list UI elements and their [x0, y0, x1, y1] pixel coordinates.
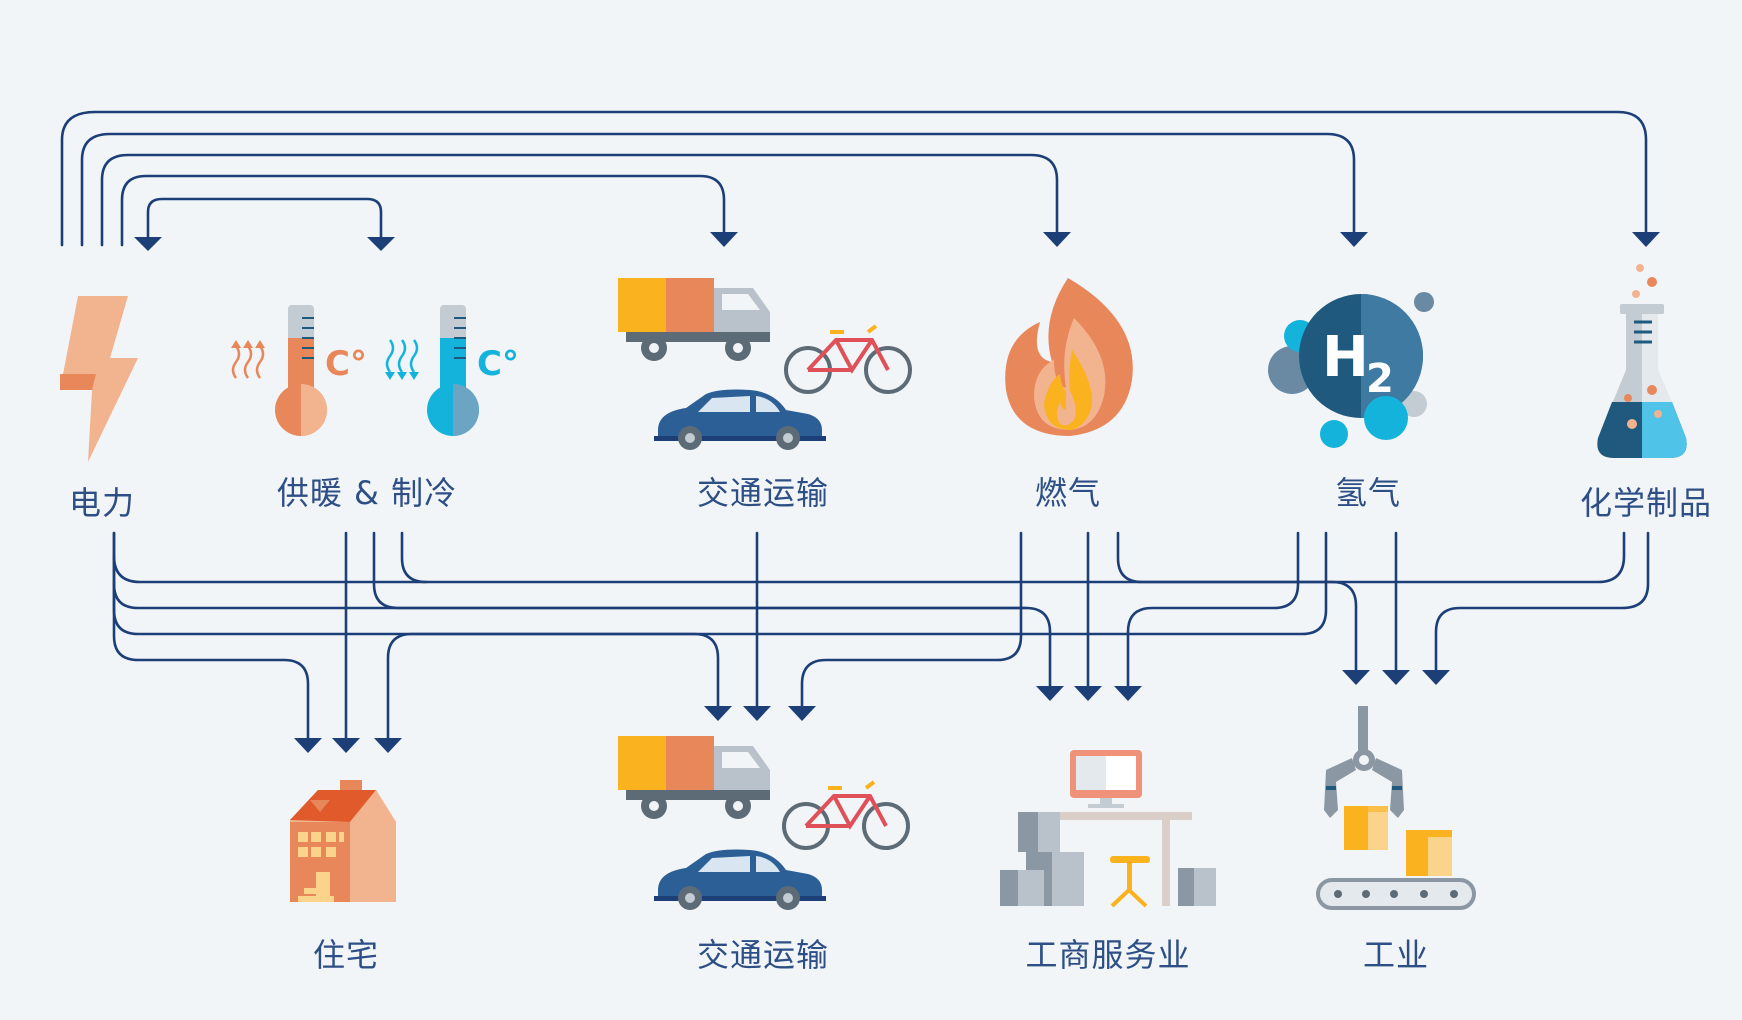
arrowhead-top-heating — [134, 237, 162, 251]
flow-electricity-to-residential — [112, 531, 310, 740]
arrowhead-industry-1 — [1342, 670, 1370, 685]
truck-car-bicycle-icon — [618, 736, 910, 910]
flow-electricity-to-chemicals — [60, 110, 1648, 247]
label-chemicals: 化学制品 — [1579, 484, 1713, 522]
bottom-arrowheads — [294, 670, 1450, 753]
label-transport-source: 交通运输 — [696, 474, 830, 512]
flask-icon — [1597, 264, 1687, 458]
arrowhead-transport-sink-1 — [704, 706, 732, 721]
flow-heat-to-commercial — [372, 531, 1028, 610]
flow-hydrogen-to-commercial — [1126, 531, 1300, 688]
flow-gas-to-transport — [800, 531, 1023, 708]
top-flow-lines — [60, 110, 1648, 247]
arrowhead-transport-sink-3 — [788, 706, 816, 721]
label-hydrogen: 氢气 — [1334, 474, 1402, 512]
house-icon — [290, 780, 396, 902]
cool-unit-label: C° — [477, 344, 519, 384]
arrowhead-commercial-2 — [1074, 686, 1102, 701]
arrowhead-residential-2 — [332, 738, 360, 753]
flow-heat-loop — [146, 197, 383, 240]
flame-icon — [1005, 278, 1133, 436]
flow-electricity-to-transport — [120, 174, 726, 247]
flow-electricity-to-gas — [100, 153, 1059, 247]
flow-electricity-to-hydrogen — [80, 132, 1356, 247]
robotic-arm-conveyor-icon — [1316, 706, 1476, 910]
h2-letter: H — [1322, 325, 1369, 390]
h2-molecule-icon: H 2 — [1268, 292, 1434, 448]
truck-car-bicycle-icon — [618, 278, 912, 450]
flow-electricity-to-transport-sink — [112, 580, 720, 708]
flow-chemicals-to-industry-b — [1434, 531, 1650, 674]
bottom-flow-lines — [112, 531, 1650, 740]
label-gas: 燃气 — [1034, 474, 1102, 512]
arrowhead-commercial-1 — [1036, 686, 1064, 701]
arrowhead-commercial-3 — [1114, 686, 1142, 701]
arrowhead-top-chemicals — [1632, 232, 1660, 247]
arrowhead-residential-3 — [374, 738, 402, 753]
flow-gas-to-industry — [1116, 531, 1334, 584]
flow-chemicals-to-industry-a — [1330, 531, 1626, 584]
arrowhead-top-cooling — [367, 237, 395, 251]
arrowhead-industry-2 — [1382, 670, 1410, 685]
arrowhead-industry-3 — [1422, 670, 1450, 685]
lightning-bolt-icon — [60, 296, 138, 462]
office-desk-icon — [1000, 750, 1216, 908]
arrowhead-transport-sink-2 — [743, 706, 771, 721]
arrowhead-residential-1 — [294, 738, 322, 753]
label-commercial: 工商服务业 — [1025, 936, 1191, 974]
top-arrowheads — [134, 232, 1660, 251]
h2-subscript: 2 — [1366, 356, 1394, 402]
arrowhead-top-gas — [1043, 232, 1071, 247]
label-electricity: 电力 — [68, 484, 136, 522]
heat-unit-label: C° — [325, 344, 367, 384]
flow-hydrogen-to-residential — [386, 531, 1328, 740]
label-residential: 住宅 — [312, 936, 380, 974]
arrowhead-top-transport — [710, 232, 738, 247]
thermometer-icon: C° C° — [231, 305, 519, 436]
arrowhead-top-hydrogen — [1340, 232, 1368, 247]
flow-electricity-to-industry — [112, 531, 1358, 674]
flow-heat-to-industry — [400, 531, 428, 584]
label-transport-sink: 交通运输 — [696, 936, 830, 974]
flow-electricity-to-commercial — [112, 554, 1052, 688]
label-industry: 工业 — [1362, 936, 1430, 974]
label-heating-cooling: 供暖 & 制冷 — [276, 474, 458, 512]
